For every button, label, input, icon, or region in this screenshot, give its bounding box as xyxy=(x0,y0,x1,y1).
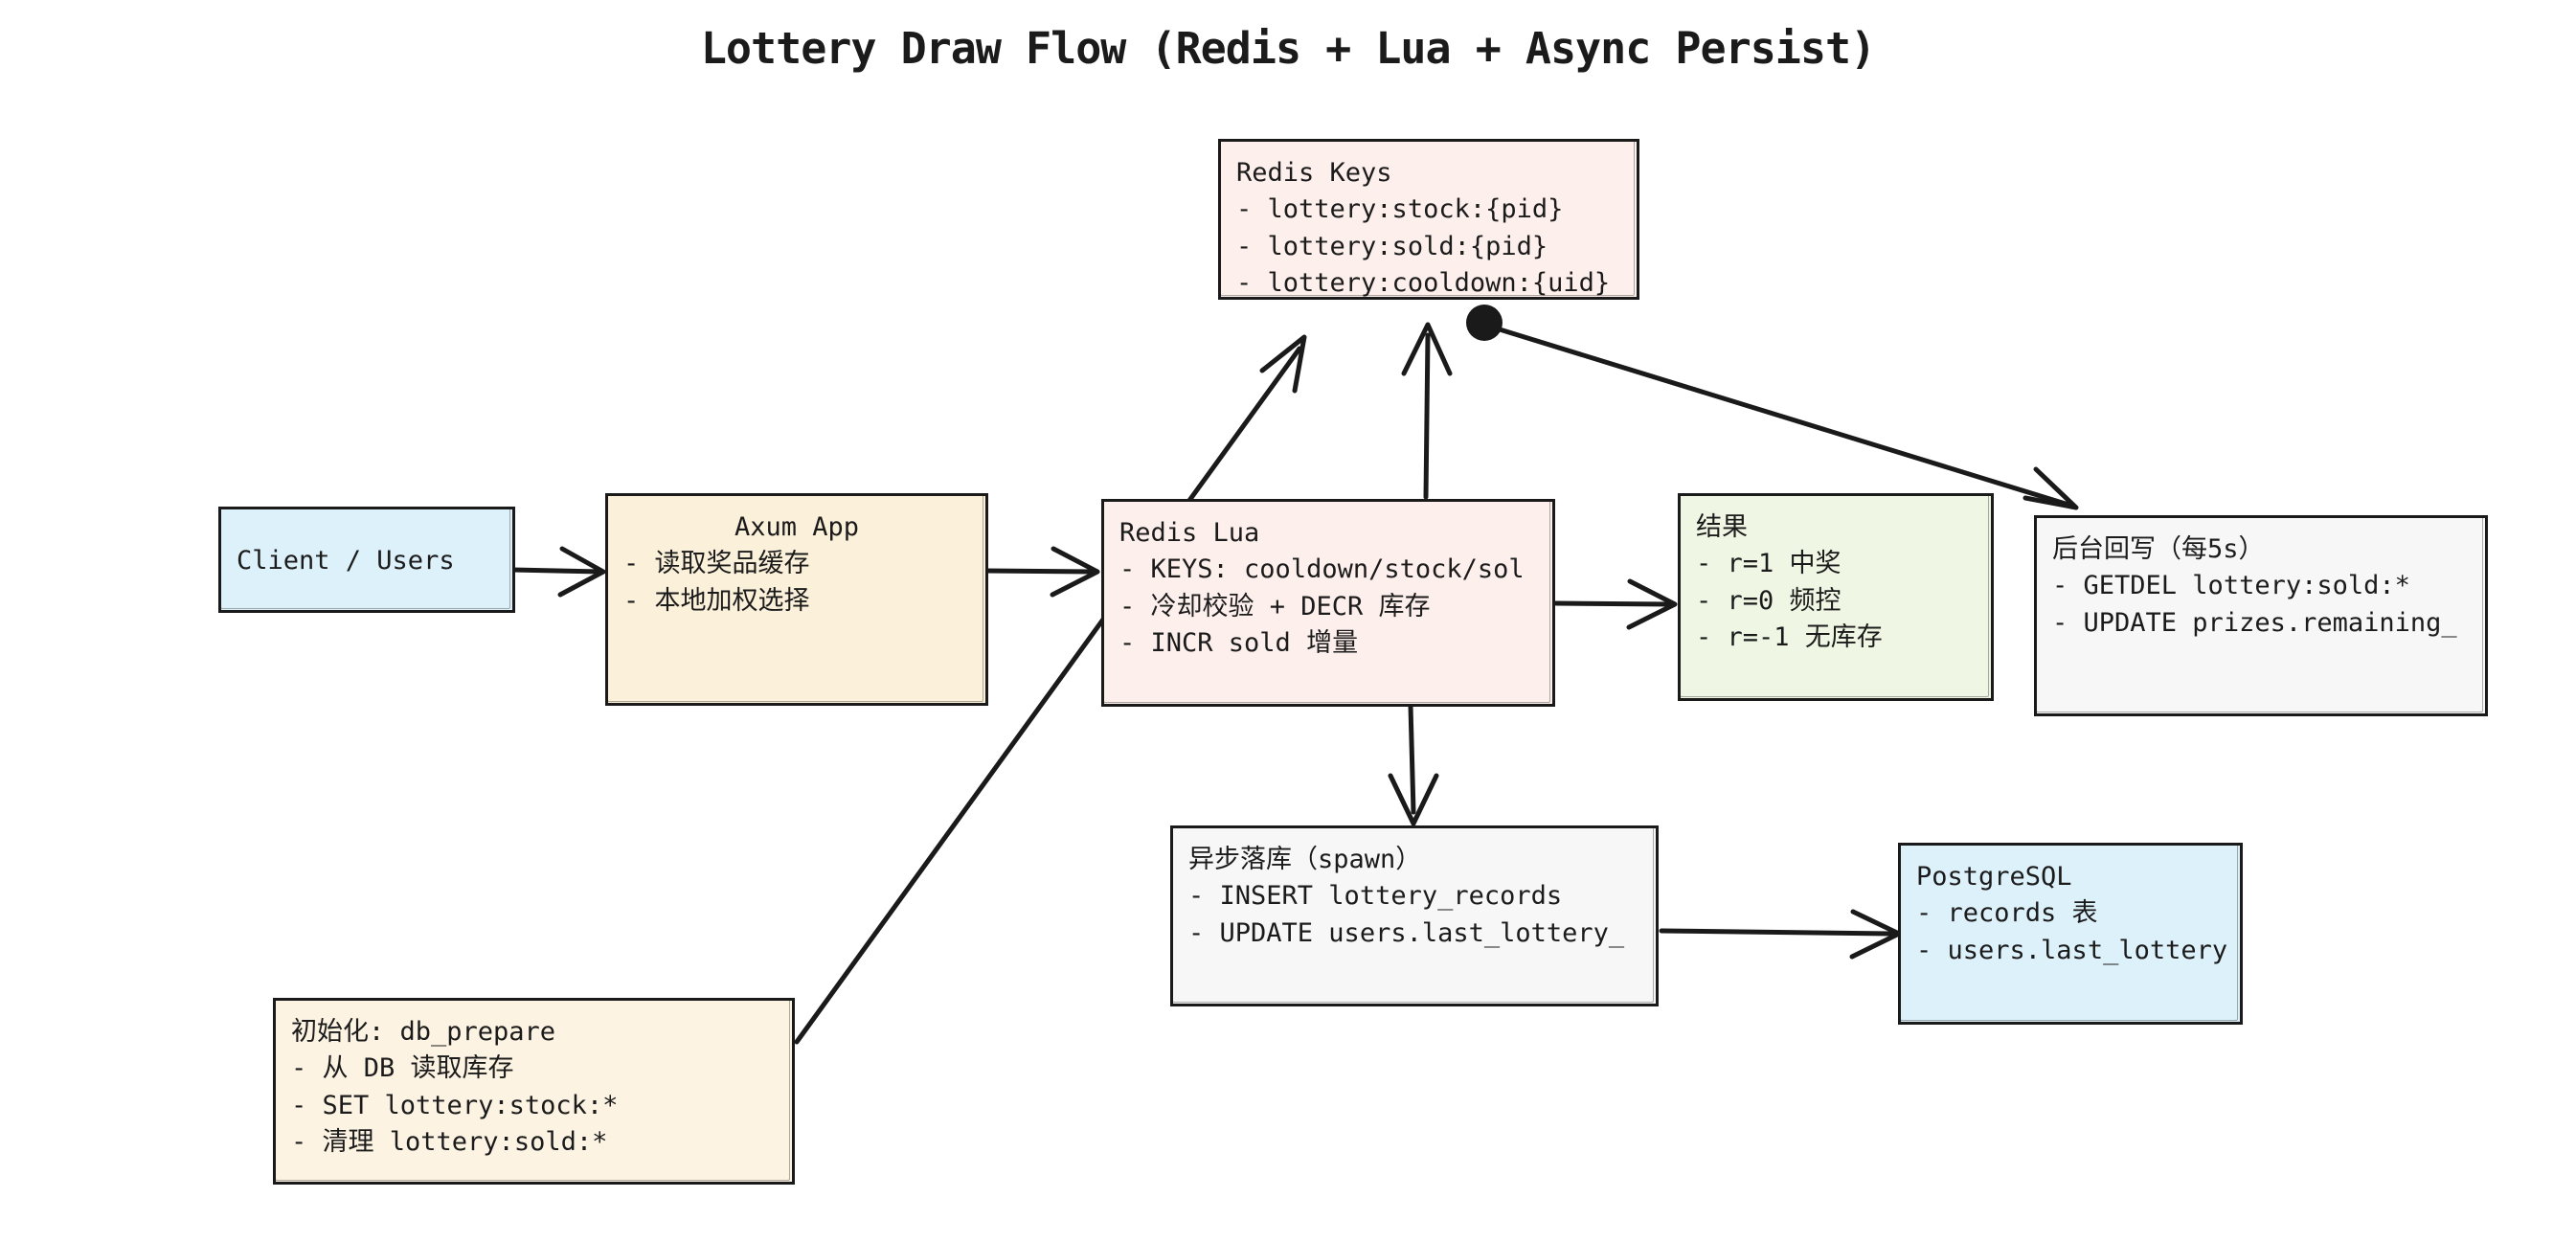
node-postgresql-items: records 表 users.last_lottery xyxy=(1916,895,2228,969)
node-client-users[interactable]: Client / Users xyxy=(218,507,515,613)
edge-async-persist-to-postgresql xyxy=(1659,909,1902,960)
node-init-db-prepare[interactable]: 初始化: db_prepare 从 DB 读取库存 SET lottery:st… xyxy=(273,998,795,1185)
node-result-title: 结果 xyxy=(1696,512,1748,542)
list-item: users.last_lottery xyxy=(1916,933,2228,969)
node-background-writeback[interactable]: 后台回写（每5s） GETDEL lottery:sold:* UPDATE p… xyxy=(2034,515,2488,716)
node-result[interactable]: 结果 r=1 中奖 r=0 频控 r=-1 无库存 xyxy=(1678,493,1994,701)
node-postgresql-title: PostgreSQL xyxy=(1916,862,2072,892)
node-axum-app-title: Axum App xyxy=(734,512,860,542)
node-background-writeback-items: GETDEL lottery:sold:* UPDATE prizes.rema… xyxy=(2052,568,2470,642)
list-item: r=1 中奖 xyxy=(1696,546,1976,582)
list-item: 读取奖品缓存 xyxy=(623,546,970,582)
list-item: UPDATE prizes.remaining_ xyxy=(2052,605,2470,642)
list-item: records 表 xyxy=(1916,895,2225,932)
edge-redis-lua-to-result xyxy=(1553,578,1678,630)
list-item: GETDEL lottery:sold:* xyxy=(2052,568,2470,604)
node-init-db-prepare-title: 初始化: db_prepare xyxy=(291,1017,556,1047)
edge-source-dot xyxy=(1466,305,1503,341)
page-title: Lottery Draw Flow (Redis + Lua + Async P… xyxy=(700,23,1876,74)
node-axum-app[interactable]: Axum App 读取奖品缓存 本地加权选择 xyxy=(605,493,988,706)
edge-redis-keys-to-background-writeback xyxy=(1466,305,2079,510)
edge-client-users-to-axum-app xyxy=(509,546,606,598)
list-item: r=-1 无库存 xyxy=(1696,620,1976,656)
node-redis-lua[interactable]: Redis Lua KEYS: cooldown/stock/sol 冷却校验 … xyxy=(1101,499,1555,707)
node-background-writeback-title: 后台回写（每5s） xyxy=(2052,534,2265,564)
node-async-persist[interactable]: 异步落库（spawn） INSERT lottery_records UPDAT… xyxy=(1170,825,1659,1006)
list-item: INSERT lottery_records xyxy=(1188,878,1640,915)
node-init-db-prepare-items: 从 DB 读取库存 SET lottery:stock:* 清理 lottery… xyxy=(291,1051,777,1161)
list-item: lottery:sold:{pid} xyxy=(1236,229,1621,265)
node-result-items: r=1 中奖 r=0 频控 r=-1 无库存 xyxy=(1696,546,1976,656)
edge-redis-lua-to-async-persist xyxy=(1388,703,1439,826)
list-item: lottery:stock:{pid} xyxy=(1236,192,1621,228)
list-item: 本地加权选择 xyxy=(623,583,970,620)
edge-redis-lua-to-redis-keys xyxy=(1401,322,1453,500)
node-client-users-title: Client / Users xyxy=(237,546,455,576)
node-axum-app-items: 读取奖品缓存 本地加权选择 xyxy=(623,546,970,620)
node-redis-keys-items: lottery:stock:{pid} lottery:sold:{pid} l… xyxy=(1236,192,1621,297)
list-item: 清理 lottery:sold:* xyxy=(291,1124,777,1161)
node-redis-keys[interactable]: Redis Keys lottery:stock:{pid} lottery:s… xyxy=(1218,139,1639,300)
list-item: INCR sold 增量 xyxy=(1119,625,1537,662)
node-redis-lua-title: Redis Lua xyxy=(1119,518,1260,548)
list-item: 冷却校验 + DECR 库存 xyxy=(1119,589,1537,625)
node-redis-lua-items: KEYS: cooldown/stock/sol 冷却校验 + DECR 库存 … xyxy=(1119,552,1537,662)
node-async-persist-title: 异步落库（spawn） xyxy=(1188,845,1422,874)
list-item: lottery:cooldown:{uid} xyxy=(1236,265,1621,297)
list-item: KEYS: cooldown/stock/sol xyxy=(1119,552,1537,588)
list-item: r=0 频控 xyxy=(1696,583,1976,620)
node-redis-keys-title: Redis Keys xyxy=(1236,158,1392,188)
edge-axum-app-to-redis-lua xyxy=(982,546,1100,598)
node-async-persist-items: INSERT lottery_records UPDATE users.last… xyxy=(1188,878,1640,952)
list-item: SET lottery:stock:* xyxy=(291,1088,777,1124)
node-postgresql[interactable]: PostgreSQL records 表 users.last_lottery xyxy=(1898,843,2243,1025)
list-item: UPDATE users.last_lottery_ xyxy=(1188,915,1640,952)
list-item: 从 DB 读取库存 xyxy=(291,1051,777,1087)
